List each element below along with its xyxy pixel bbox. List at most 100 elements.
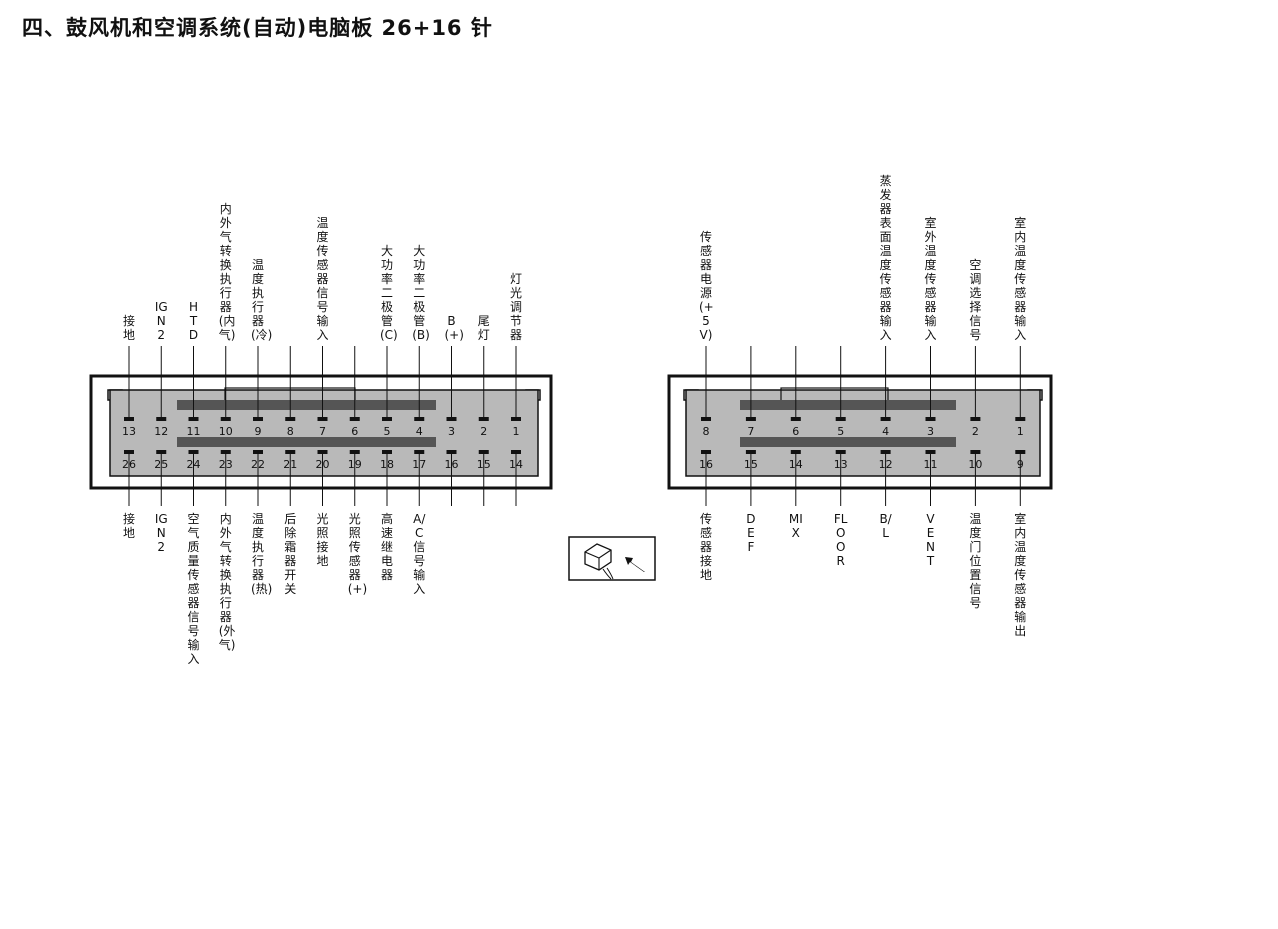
connector_b-pin-number-4: 4 [882,425,889,438]
connector_a-label-top-3: B(+) [444,314,464,342]
connector_b-label-top-1: 室内温度传感器输入 [1014,216,1027,342]
connector_a-pin-1 [511,417,521,421]
connector_b-pin-number-3: 3 [927,425,934,438]
connector_b-label-bottom-13: FLOOR [833,512,848,568]
connector_a-pin-8 [285,417,296,421]
connector_a-pin-number-6: 6 [351,425,358,438]
connector_a-label-top-4: 大功率二极管(B) [412,244,430,342]
connector_a-label-bottom-18: 高速继电器 [380,512,393,582]
connector_a-label-bottom-22: 温度执行器(热) [251,512,273,596]
connector_a-label-top-1: 灯光调节器 [509,272,522,342]
connector_a-pin-number-9: 9 [255,425,262,438]
connector_a-pin-number-8: 8 [287,425,294,438]
connector_a-label-top-2: 尾灯 [477,314,490,342]
connector_b-label-top-4: 蒸发器表面温度传感器输入 [879,174,892,342]
connector_a-pin-20 [317,450,328,454]
connector_a-pin-25 [156,450,167,454]
connector_b-pin-8 [701,417,711,421]
connector_b-label-bottom-16: 传感器接地 [699,512,712,582]
connector_a-pin-13 [124,417,134,421]
page-title: 四、鼓风机和空调系统(自动)电脑板 26+16 针 [22,16,493,40]
connector_b-pin-number-5: 5 [837,425,844,438]
connector_b-pin-number-8: 8 [703,425,710,438]
connector_a-pin-7 [317,417,328,421]
connector_a-label-bottom-26: 接地 [122,512,135,540]
connector_a-label-bottom-21: 后除霜器开关 [284,512,297,596]
connector_a-pin-number-10: 10 [219,425,233,438]
connector_b-pin-7 [745,417,756,421]
connector_a-label-top-7: 温度传感器信号输入 [316,216,329,342]
connector_b-pin-13 [835,450,846,454]
connector_a-pin-22 [253,450,263,454]
connector_b-pin-number-6: 6 [792,425,799,438]
connector_a-pin-number-11: 11 [187,425,201,438]
connector_b-pin-15 [745,450,756,454]
connector_a-label-bottom-19: 光照传感器(+) [347,512,368,596]
connector_b-pin-16 [701,450,711,454]
connector_a-pin-5 [382,417,392,421]
connector_b-label-bottom-14: MIX [788,512,803,540]
connector_a-label-bottom-24: 空气质量传感器信号输入 [187,512,200,666]
connector_b-pin-11 [925,450,936,454]
connector_a-pin-number-2: 2 [480,425,487,438]
connector_a-label-bottom-20: 光照接地 [316,512,329,568]
connector_b-pin-number-1: 1 [1017,425,1024,438]
connector_b-label-bottom-11: VENT [926,512,935,568]
connector_a-pin-number-1: 1 [513,425,520,438]
connector_b-pin-number-2: 2 [972,425,979,438]
connector_b-label-top-3: 室外温度传感器输入 [924,216,937,342]
connector_a-pin-26 [124,450,134,454]
connector_a-pin-18 [382,450,392,454]
connector_a-pin-9 [253,417,263,421]
connector-plug-icon [568,536,656,581]
connector_b-label-bottom-10: 温度门位置信号 [969,512,982,610]
connector_a-lower-bar [177,437,436,447]
connector_a-label-top-10: 内外气转换执行器(内气) [218,202,236,342]
connector_b-pin-1 [1015,417,1026,421]
connector_a-label-bottom-23: 内外气转换执行器(外气) [218,512,236,652]
connector_b-label-bottom-12: B/L [879,512,892,540]
connector_b-pin-4 [880,417,891,421]
connector_a-pin-2 [478,417,489,421]
connector_b-pin-12 [880,450,891,454]
connector_a-pin-number-13: 13 [122,425,136,438]
connector_a-pin-23 [220,450,231,454]
connector_b-pin-number-7: 7 [747,425,754,438]
connector_b-label-top-2: 空调选择信号 [969,258,982,342]
connector_a-pin-11 [188,417,199,421]
connector_b-pin-10 [970,450,981,454]
connector_a-pin-10 [220,417,231,421]
connector_a-pin-12 [156,417,167,421]
connector_b-lower-bar [740,437,956,447]
connector_a-pin-17 [414,450,425,454]
connector_a-label-top-12: IGN2 [154,300,168,342]
connector_a-pin-number-5: 5 [384,425,391,438]
connector_a-pin-3 [446,417,457,421]
connector_a-pin-21 [285,450,296,454]
connector_b-label-bottom-9: 室内温度传感器输出 [1014,512,1027,638]
connector_a-pin-number-12: 12 [154,425,168,438]
connector_a-upper-bar [177,400,436,410]
connector_b-upper-bar [740,400,956,410]
connector_b-pin-14 [790,450,801,454]
connector_a-pin-15 [478,450,489,454]
connector_a-pin-24 [188,450,199,454]
connector_a-pin-number-4: 4 [416,425,423,438]
connector_a-pin-number-7: 7 [319,425,326,438]
connector_b-pin-3 [925,417,936,421]
connector_a-pin-number-3: 3 [448,425,455,438]
connector_b-pin-2 [970,417,981,421]
connector_b-label-top-8: 传感器电源(+5V) [699,230,714,342]
connector_a-pin-16 [446,450,457,454]
connector_a-label-top-5: 大功率二极管(C) [380,244,398,342]
connector_a-label-top-9: 温度执行器(冷) [251,258,273,342]
connector_a-label-bottom-17: A/C 信号输入 [413,512,426,596]
connector_a-label-top-11: HTD [188,300,199,342]
connector_a-label-bottom-25: IGN2 [154,512,168,554]
connector_a-pin-19 [349,450,360,454]
connector_a-label-top-13: 接地 [122,314,135,342]
connector_b-pin-6 [790,417,801,421]
connector_a-pin-14 [511,450,521,454]
connector_b-pin-5 [835,417,846,421]
